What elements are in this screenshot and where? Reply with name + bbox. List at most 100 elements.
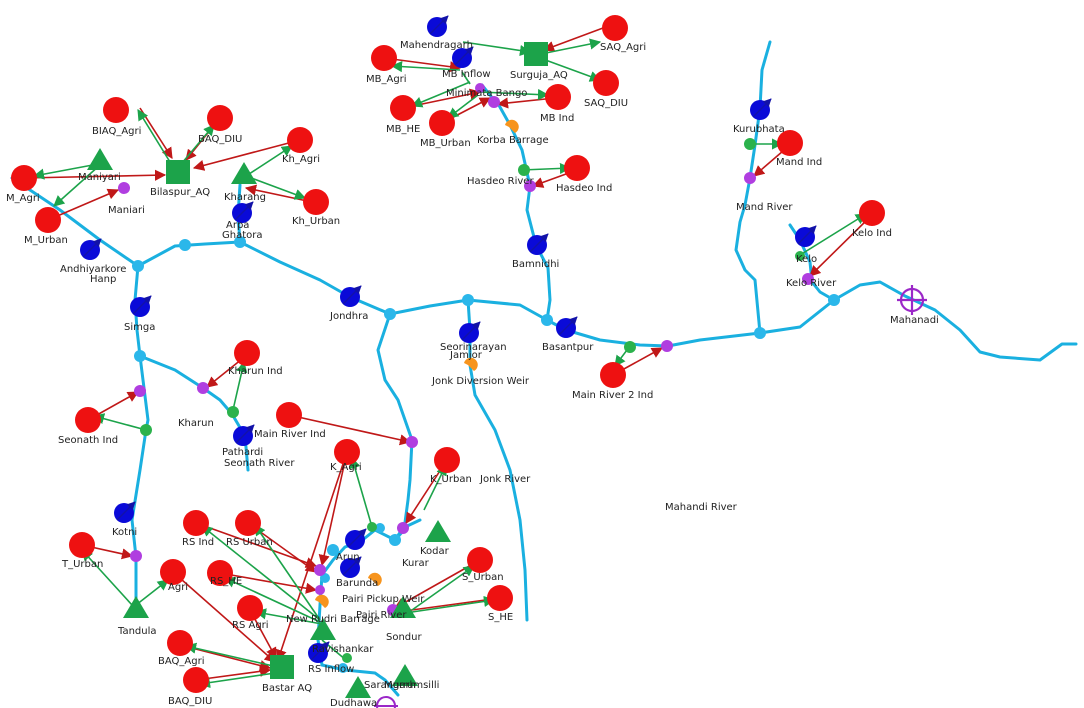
label-mahanadi: Mahanadi bbox=[890, 315, 939, 326]
reservoir-icon bbox=[232, 201, 254, 223]
label-biaq-agri: BIAQ_Agri bbox=[92, 126, 141, 137]
demand-icon bbox=[859, 200, 885, 226]
label-basantpur: Basantpur bbox=[542, 342, 594, 353]
label-minimata-bango: Minimata Bango bbox=[446, 88, 527, 99]
return-node bbox=[342, 653, 352, 663]
gauge-icon bbox=[524, 180, 536, 192]
junction-node bbox=[327, 544, 339, 556]
label-kharun-ind: Kharun Ind bbox=[228, 366, 283, 377]
mand-river bbox=[734, 40, 772, 335]
label-jondhra: Jondhra bbox=[329, 311, 368, 322]
gauge-points bbox=[118, 83, 814, 616]
demand-icon bbox=[234, 340, 260, 366]
junction-node bbox=[320, 573, 330, 583]
return-node bbox=[227, 406, 239, 418]
junction-node bbox=[541, 314, 553, 326]
diversion-icon bbox=[505, 119, 519, 133]
demand-icon bbox=[371, 45, 397, 71]
reservoir-icon bbox=[427, 15, 449, 37]
reservoir-icon bbox=[345, 528, 367, 550]
label-murrumsilli: Murrumsilli bbox=[384, 680, 439, 691]
demand-icon bbox=[334, 439, 360, 465]
label-sarangarh: Sarangarh bbox=[364, 680, 416, 691]
label-hasdeo-ind: Hasdeo Ind bbox=[556, 183, 612, 194]
label-mahendragarh: Mahendragarh bbox=[400, 40, 473, 51]
label-rs-he: RS_HE bbox=[210, 576, 242, 587]
label-ravishankar: Ravishankar bbox=[312, 644, 374, 655]
reservoir-icon bbox=[340, 285, 362, 307]
gauge-icon bbox=[118, 182, 130, 194]
gauge-icon bbox=[661, 340, 673, 352]
demand-icon bbox=[103, 97, 129, 123]
demand-icon bbox=[564, 155, 590, 181]
gauge-icon bbox=[744, 172, 756, 184]
demand-icon bbox=[11, 165, 37, 191]
demand-icon bbox=[75, 407, 101, 433]
label-arpa: Arpa bbox=[226, 220, 249, 231]
return-node bbox=[795, 251, 805, 261]
demand-icon bbox=[602, 15, 628, 41]
label-k-urban: K_Urban bbox=[430, 474, 472, 485]
label-hasdeo-river: Hasdeo River bbox=[467, 176, 534, 187]
gauge-icon bbox=[134, 385, 146, 397]
demand-icon bbox=[287, 127, 313, 153]
label-mb-ind: MB Ind bbox=[540, 113, 574, 124]
demand-icon bbox=[600, 362, 626, 388]
demand-icon bbox=[183, 510, 209, 536]
label-s-urban: S_Urban bbox=[462, 572, 504, 583]
reservoir-icon bbox=[452, 46, 474, 68]
label-main-river-2-ind: Main River 2 Ind bbox=[572, 390, 653, 401]
demand-icon bbox=[429, 110, 455, 136]
label-mand-ind: Mand Ind bbox=[776, 157, 822, 168]
label-mb-inflow: MB Inflow bbox=[442, 69, 491, 80]
demand-icon bbox=[303, 189, 329, 215]
demand-icon bbox=[467, 547, 493, 573]
gauge-icon bbox=[802, 273, 814, 285]
pairi-river bbox=[320, 663, 400, 697]
label-dudhawa: Dudhawa bbox=[330, 698, 377, 708]
diversion-nodes bbox=[315, 119, 519, 608]
reservoir-icon bbox=[340, 556, 362, 578]
junction-node bbox=[828, 294, 840, 306]
label-saq-diu: SAQ_DIU bbox=[584, 98, 628, 109]
junction-node bbox=[338, 663, 348, 673]
aquifer-nodes bbox=[87, 42, 548, 698]
demand-icon bbox=[276, 402, 302, 428]
label-pathardi: Pathardi bbox=[222, 447, 263, 458]
demand-icon bbox=[390, 95, 416, 121]
reservoir-icon bbox=[114, 501, 136, 523]
diversion-icon bbox=[368, 572, 382, 586]
aquifer-icon bbox=[425, 520, 451, 542]
label-bamnidhi: Bamnidhi bbox=[512, 259, 559, 270]
label-maniari: Maniari bbox=[108, 205, 145, 216]
label-m-urban: M_Urban bbox=[24, 235, 68, 246]
gauge-icon bbox=[315, 585, 325, 595]
aquifer-icon bbox=[390, 596, 416, 618]
diversion-icon bbox=[464, 357, 478, 371]
gauge-icon bbox=[475, 83, 485, 93]
demand-icon bbox=[434, 447, 460, 473]
hasdeo-river bbox=[494, 98, 552, 322]
label-kurubhata: Kurubhata bbox=[733, 124, 785, 135]
return-node bbox=[518, 164, 530, 176]
demand-icon bbox=[235, 510, 261, 536]
label-s-he: S_HE bbox=[488, 612, 513, 623]
aquifer-icon bbox=[310, 618, 336, 640]
gauge-icon bbox=[406, 436, 418, 448]
label-m-agri: M_Agri bbox=[6, 193, 40, 204]
label-bastar-aq: Bastar AQ bbox=[262, 683, 312, 694]
label-kelo: Kelo bbox=[796, 254, 817, 265]
label-t-urban: T_Urban bbox=[61, 559, 103, 570]
label-andhiyarkore: Andhiyarkore bbox=[60, 264, 126, 275]
label-baq-agri: BAQ_Agri bbox=[158, 656, 204, 667]
label-rs-ind: RS Ind bbox=[182, 537, 214, 548]
reservoir-icon bbox=[130, 295, 152, 317]
reservoir-icon bbox=[527, 233, 549, 255]
label-jonk-river: Jonk River bbox=[479, 474, 531, 485]
label-mand-river: Mand River bbox=[736, 202, 793, 213]
gauge-icon bbox=[397, 522, 409, 534]
reservoir-icon bbox=[459, 321, 481, 343]
aquifer-icon bbox=[392, 664, 418, 686]
label-surguja-aq: Surguja_AQ bbox=[510, 70, 568, 81]
node-labels: Mahendragarh SAQ_Agri MB_Agri MB Inflow … bbox=[6, 40, 939, 708]
